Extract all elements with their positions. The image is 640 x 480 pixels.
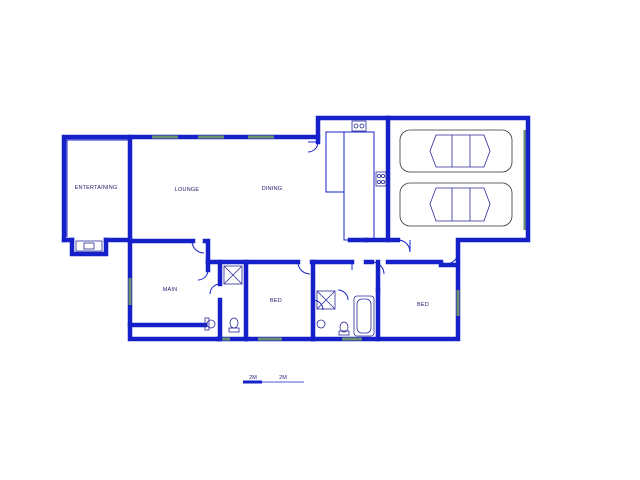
bathroom-main bbox=[204, 265, 243, 333]
room-label-main: MAIN bbox=[163, 287, 178, 293]
room-label-bed-1: BED bbox=[270, 298, 282, 304]
room-label-lounge: LOUNGE bbox=[175, 187, 200, 193]
room-label-dining: DINING bbox=[262, 186, 282, 192]
room-label-bed-2: BED bbox=[417, 302, 429, 308]
bathroom-second bbox=[316, 290, 375, 337]
kitchen bbox=[307, 115, 391, 243]
room-label-entertaining: ENTERTAINING bbox=[75, 185, 118, 191]
scale-bar: 2M 2M bbox=[243, 375, 304, 384]
garage bbox=[385, 115, 531, 265]
scale-label-left: 2M bbox=[249, 375, 257, 381]
interior-walls bbox=[127, 240, 444, 342]
entertaining-area bbox=[61, 134, 133, 257]
scale-label-right: 2M bbox=[279, 375, 287, 381]
